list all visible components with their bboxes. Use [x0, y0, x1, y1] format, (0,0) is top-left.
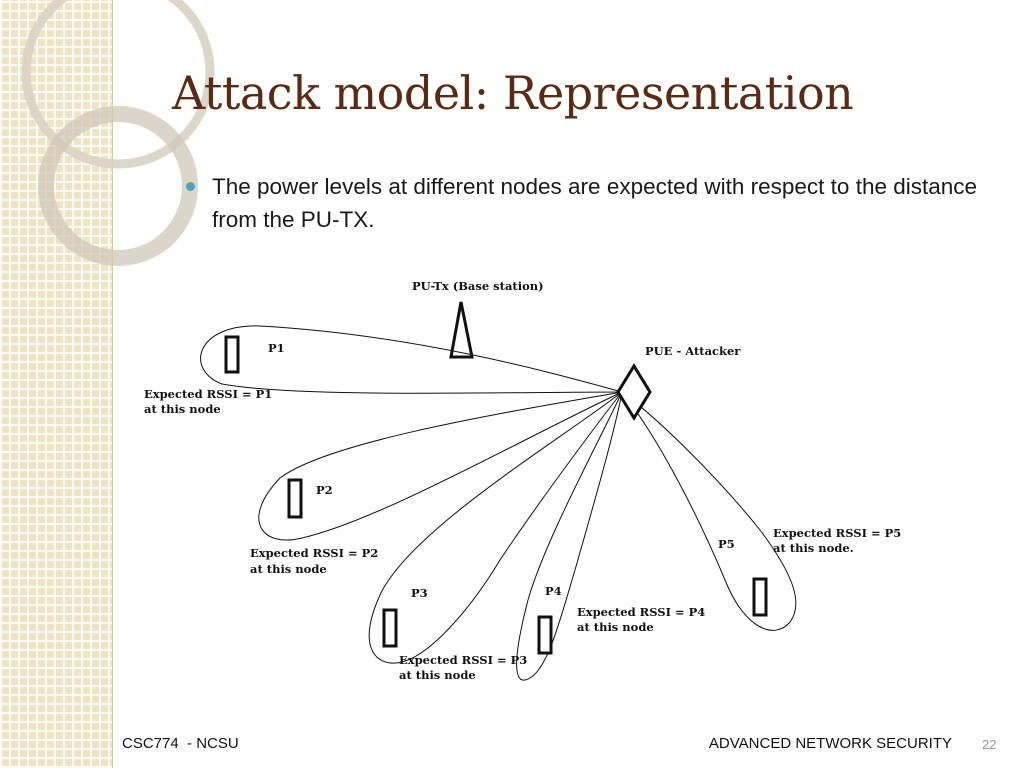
base-station-icon: [449, 301, 474, 359]
slide-title: Attack model: Representation: [172, 66, 854, 120]
beam-p4: [516, 391, 623, 681]
node-p3-rssi-line1: Expected RSSI = P3: [399, 653, 527, 667]
node-p4-icon: [537, 615, 553, 655]
node-p2-icon: [287, 478, 303, 519]
bullet-text: The power levels at different nodes are …: [212, 174, 978, 232]
node-p4-rssi-line2: at this node: [577, 620, 654, 634]
bullet-dot-icon: [186, 182, 195, 191]
beam-p5: [621, 391, 797, 631]
attacker-label: PUE - Attacker: [645, 344, 741, 358]
decorative-ring-upper: [21, 0, 215, 169]
page-number: 22: [982, 737, 997, 752]
footer-subject: ADVANCED NETWORK SECURITY: [708, 735, 952, 752]
node-p4-rssi-line1: Expected RSSI = P4: [577, 605, 705, 619]
node-p1-rssi-line1: Expected RSSI = P1: [144, 387, 272, 401]
node-p3-icon: [382, 608, 398, 648]
sidebar-pattern: [0, 0, 113, 768]
node-p5-label: P5: [718, 537, 735, 551]
footer-course: CSC774 - NCSU: [122, 735, 239, 752]
node-p5-icon: [752, 577, 768, 617]
base-station-label: PU-Tx (Base station): [412, 279, 544, 293]
node-p5-rssi-line2: at this node.: [773, 541, 854, 555]
beam-p3: [368, 391, 623, 664]
node-p5-rssi-line1: Expected RSSI = P5: [773, 526, 901, 540]
attacker-icon: [616, 363, 652, 421]
node-p2-rssi-line2: at this node: [250, 562, 327, 576]
node-p3-label: P3: [411, 586, 428, 600]
node-p1-label: P1: [268, 341, 285, 355]
node-p1-rssi-line2: at this node: [144, 402, 221, 416]
node-p3-rssi-line2: at this node: [399, 668, 476, 682]
beam-p1: [200, 325, 623, 394]
bullet-list: The power levels at different nodes are …: [186, 170, 986, 236]
node-p1-icon: [224, 335, 240, 374]
node-p4-label: P4: [545, 584, 562, 598]
beam-p2: [258, 391, 623, 541]
bullet-item: The power levels at different nodes are …: [186, 170, 986, 236]
node-p2-label: P2: [316, 483, 333, 497]
node-p2-rssi-line1: Expected RSSI = P2: [250, 546, 378, 560]
